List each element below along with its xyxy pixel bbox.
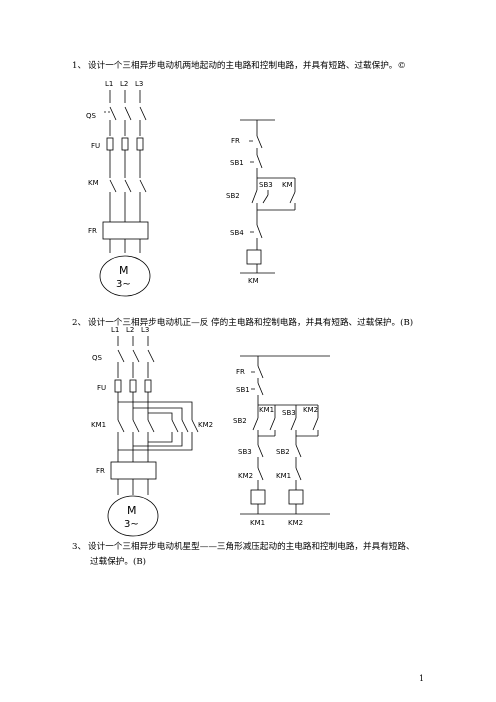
- ctrl1-fr: FR: [231, 137, 240, 145]
- motor-2-m: M: [127, 504, 137, 517]
- ctrl1-sb4: SB4: [230, 229, 244, 237]
- ctrl2-km1-inter: KM1: [276, 472, 291, 480]
- label2-fu: FU: [97, 384, 106, 392]
- question-2-text: 设计一个三相异步电动机正—反 停的主电路和控制电路，并具有短路、过载保护。(B): [88, 318, 414, 328]
- ctrl1-sb3: SB3: [259, 181, 273, 189]
- question-3: 3、设计一个三相异步电动机星型——三角形减压起动的主电路和控制电路，并具有短路、: [72, 541, 415, 553]
- label2-l1: L1: [111, 326, 119, 334]
- question-1-text: 设计一个三相异步电动机两地起动的主电路和控制电路，并具有短路、过载保护。©: [88, 61, 406, 71]
- label-qs: QS: [86, 112, 97, 120]
- ctrl2-coil-km1: [250, 489, 266, 505]
- motor-1-m: M: [119, 264, 129, 277]
- ctrl2-km1-contact: KM1: [259, 406, 274, 414]
- motor-2: [107, 495, 159, 537]
- question-1: 1、设计一个三相异步电动机两地起动的主电路和控制电路，并具有短路、过载保护。©: [72, 60, 406, 72]
- label2-km1: KM1: [91, 421, 106, 429]
- label2-l3: L3: [141, 326, 149, 334]
- ctrl2-coil-km2: [288, 489, 304, 505]
- label2-fr: FR: [96, 467, 105, 475]
- ctrl2-sb3-lower: SB3: [238, 448, 252, 456]
- question-3-text: 设计一个三相异步电动机星型——三角形减压起动的主电路和控制电路，并具有短路、: [88, 542, 415, 552]
- page-number: 1: [419, 674, 425, 683]
- ctrl1-km-contact: KM: [282, 181, 293, 189]
- label-l2: L2: [120, 80, 128, 88]
- question-3-text-line2: 过载保护。(B): [90, 557, 146, 567]
- fr2-block: [110, 461, 157, 480]
- ctrl2-sb3: SB3: [282, 409, 296, 417]
- label2-km2: KM2: [198, 421, 213, 429]
- ctrl2-coil2-label: KM2: [288, 519, 303, 527]
- ctrl1-sb2: SB2: [226, 192, 240, 200]
- question-3-number: 3、: [72, 542, 87, 552]
- ctrl2-km2-contact: KM2: [303, 406, 318, 414]
- label-l3: L3: [135, 80, 143, 88]
- question-2-number: 2、: [72, 318, 87, 328]
- ctrl1-coil-label: KM: [248, 277, 259, 285]
- ctrl2-fr: FR: [236, 368, 245, 376]
- question-2: 2、设计一个三相异步电动机正—反 停的主电路和控制电路，并具有短路、过载保护。(…: [72, 317, 413, 329]
- motor-2-3: 3~: [124, 519, 139, 530]
- label-fu: FU: [91, 142, 100, 150]
- ctrl2-coil1-label: KM1: [250, 519, 265, 527]
- ctrl1-coil: [246, 249, 262, 265]
- ctrl2-sb2: SB2: [233, 417, 247, 425]
- ctrl2-sb2-lower: SB2: [276, 448, 290, 456]
- label-l1: L1: [105, 80, 113, 88]
- label-km: KM: [88, 179, 99, 187]
- ctrl1-sb1: SB1: [230, 159, 244, 167]
- fr-block: [102, 221, 149, 240]
- motor-1: [99, 255, 151, 297]
- label2-l2: L2: [126, 326, 134, 334]
- label-fr: FR: [88, 227, 97, 235]
- question-1-number: 1、: [72, 61, 87, 71]
- motor-1-3: 3~: [116, 279, 131, 290]
- label2-qs: QS: [92, 354, 103, 362]
- ctrl2-sb1: SB1: [236, 386, 250, 394]
- ctrl2-km2-inter: KM2: [238, 472, 253, 480]
